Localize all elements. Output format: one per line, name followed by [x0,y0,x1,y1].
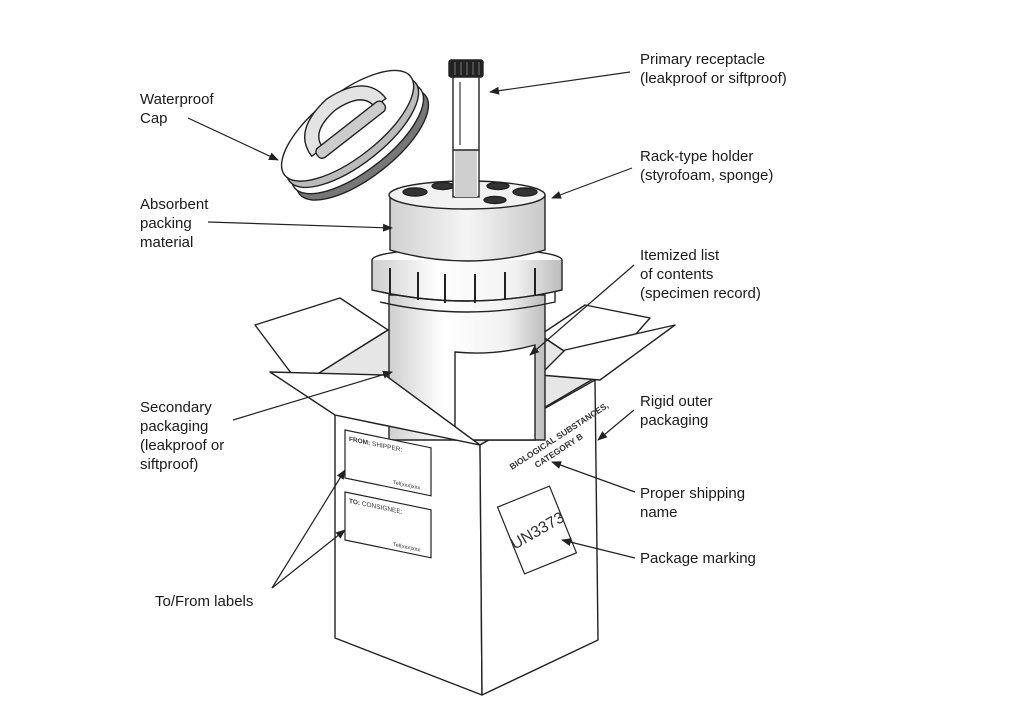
arrow-rigid-outer [597,409,635,441]
arrow-secondary [232,370,393,421]
from-label: FROM: SHIPPER: Tel(xxx)xxx [344,429,432,497]
callout-arrows [187,71,636,589]
primary-receptacle [448,59,484,198]
arrow-package-marking [561,538,636,559]
arrow-primary [489,71,631,95]
arrow-shipping-name [551,461,636,493]
arrow-rack [551,167,633,199]
un3373-marking: UN3373 [496,485,578,575]
arrow-waterproof-cap [187,117,279,161]
label-rack-holder: Rack-type holder(styrofoam, sponge) [640,148,774,184]
tube-cap [448,59,484,78]
box-right-flap [539,324,676,381]
to-label-tel: Tel(xxx)xxx [393,542,420,554]
waterproof-cap [280,69,430,201]
box-front-flap [269,371,481,446]
arrow-to-label [271,469,346,589]
label-to-from: To/From labels [155,593,254,610]
from-label-tel: Tel(xxx)xxx [393,480,420,492]
arrow-absorbent [207,221,393,232]
to-label-prefix: TO: [349,498,360,507]
from-label-prefix: FROM: [349,436,370,447]
to-label: TO: CONSIGNEE: Tel(xxx)xxx [344,491,432,559]
label-package-marking: Package marking [640,550,756,567]
label-primary-receptacle: Primary receptacle(leakproof or siftproo… [640,51,787,87]
specimen-record-sheet [454,344,536,441]
arrow-from-label [271,529,346,589]
arrow-itemized [529,264,635,356]
